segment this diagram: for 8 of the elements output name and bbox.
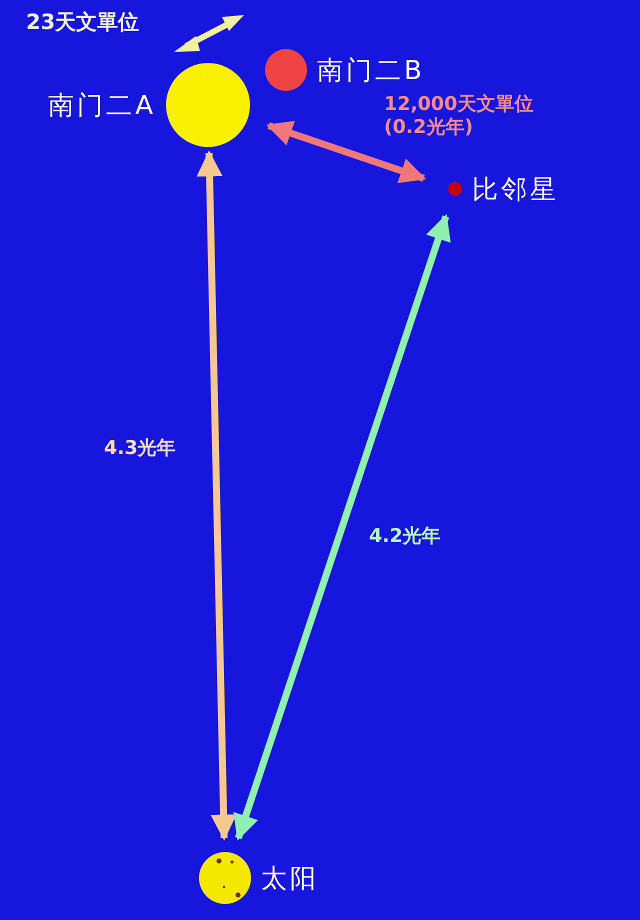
double-arrow bbox=[266, 120, 426, 184]
star-name: 南门二B bbox=[317, 54, 425, 88]
star-name: 太阳 bbox=[261, 862, 319, 896]
star-name: 比邻星 bbox=[472, 174, 559, 206]
distance-label: 23天文單位 bbox=[26, 9, 140, 36]
double-arrow bbox=[196, 150, 237, 841]
double-arrow bbox=[233, 214, 451, 841]
star-name: 南门二A bbox=[48, 90, 156, 122]
